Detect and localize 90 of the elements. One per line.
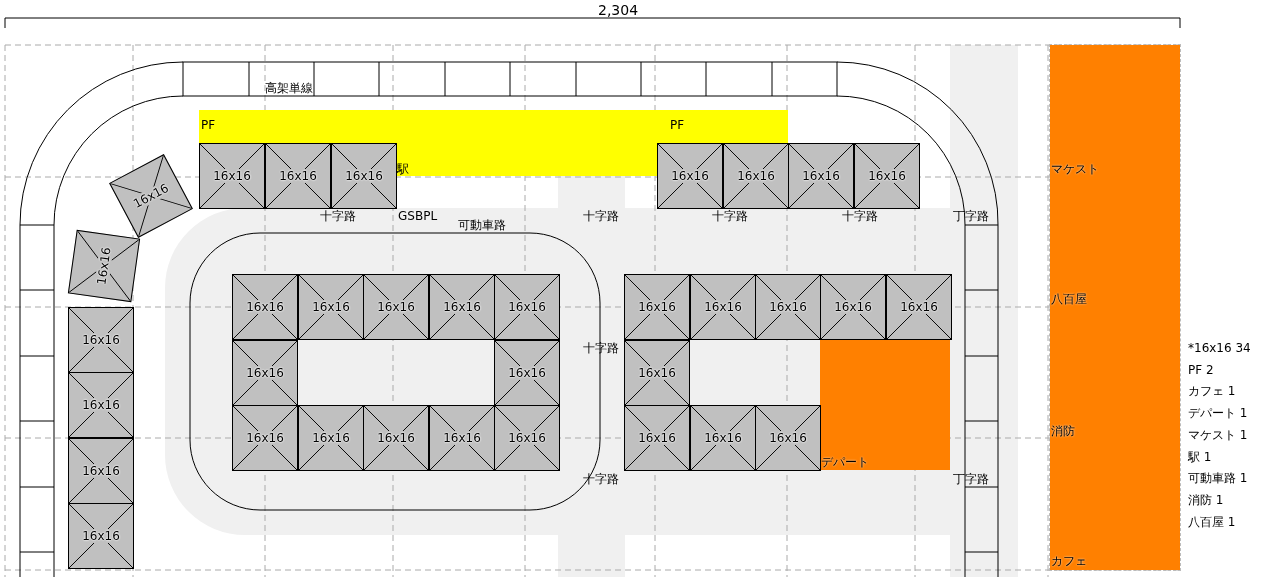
- floor-tile: [68, 438, 134, 504]
- count-label: PF 2: [1188, 362, 1214, 377]
- dimension-label: 2,304: [598, 3, 639, 17]
- floor-tile: [690, 405, 756, 471]
- floor-tile: [298, 405, 364, 471]
- floor-tile: [68, 372, 134, 438]
- floor-tile: [331, 143, 397, 209]
- tile-label: 16x16: [442, 431, 482, 445]
- area-label: PF: [201, 118, 216, 132]
- area-label: 駅: [397, 162, 409, 176]
- tile-label: 16x16: [833, 300, 873, 314]
- tile-label: 16x16: [801, 169, 841, 183]
- tile-label: 16x16: [507, 366, 547, 380]
- road-label: 高架単線: [265, 81, 313, 95]
- tile-label: 16x16: [703, 431, 743, 445]
- tile-label: 16x16: [81, 398, 121, 412]
- floor-tile: [624, 405, 690, 471]
- tile-label: 16x16: [245, 300, 285, 314]
- floor-tile: [494, 340, 560, 406]
- road-label: 十字路: [583, 209, 619, 223]
- floor-tile: [232, 340, 298, 406]
- area-label: マケスト: [1051, 162, 1099, 176]
- tile-label: 16x16: [637, 300, 677, 314]
- floor-tile: [820, 274, 886, 340]
- floor-tile: [265, 143, 331, 209]
- floor-tile: [854, 143, 920, 209]
- floor-tile: [723, 143, 789, 209]
- tile-label: 16x16: [245, 431, 285, 445]
- tile-label: 16x16: [507, 431, 547, 445]
- floor-tile: [68, 503, 134, 569]
- tile-label: 16x16: [245, 366, 285, 380]
- tile-label: 16x16: [81, 529, 121, 543]
- tile-label: 16x16: [212, 169, 252, 183]
- tile-label: 16x16: [736, 169, 776, 183]
- tile-label: 16x16: [81, 333, 121, 347]
- road-label: GSBPL: [398, 209, 438, 223]
- tile-label: 16x16: [703, 300, 743, 314]
- road-label: 十字路: [842, 209, 878, 223]
- road-label: 十字路: [712, 209, 748, 223]
- floor-tile: [68, 307, 134, 373]
- tile-label: 16x16: [768, 300, 808, 314]
- floor-tile: [624, 274, 690, 340]
- tile-label: 16x16: [442, 300, 482, 314]
- count-label: *16x16 34: [1188, 341, 1251, 355]
- floor-tile: [232, 405, 298, 471]
- road-label: 十字路: [583, 472, 619, 486]
- floor-tile: [657, 143, 723, 209]
- area-label: 八百屋: [1051, 292, 1087, 306]
- platform-area: [657, 110, 788, 143]
- tile-label: 16x16: [94, 245, 114, 287]
- tile-label: 16x16: [768, 431, 808, 445]
- tile-label: 16x16: [899, 300, 939, 314]
- tile-label: 16x16: [637, 366, 677, 380]
- road-label: 十字路: [583, 341, 619, 355]
- road-label: 丁字路: [953, 472, 989, 486]
- tile-label: 16x16: [376, 431, 416, 445]
- tile-label: 16x16: [81, 464, 121, 478]
- floor-tile: [298, 274, 364, 340]
- tile-label: 16x16: [311, 431, 351, 445]
- floor-tile: [788, 143, 854, 209]
- floor-tile: [886, 274, 952, 340]
- area-label: カフェ: [1051, 554, 1087, 568]
- tile-label: 16x16: [278, 169, 318, 183]
- floor-tile: [494, 274, 560, 340]
- tile-label: 16x16: [311, 300, 351, 314]
- tile-label: 16x16: [507, 300, 547, 314]
- tile-label: 16x16: [344, 169, 384, 183]
- floor-tile: [232, 274, 298, 340]
- area-label: デパート: [821, 455, 869, 469]
- floor-tile: [429, 274, 495, 340]
- floor-tile: [690, 274, 756, 340]
- tile-label: 16x16: [867, 169, 907, 183]
- floor-tile: [755, 405, 821, 471]
- floor-tile: [755, 274, 821, 340]
- tile-label: 16x16: [376, 300, 416, 314]
- floor-tile: [494, 405, 560, 471]
- floor-tile: [363, 274, 429, 340]
- floor-tile: [363, 405, 429, 471]
- area-label: PF: [670, 118, 685, 132]
- floor-tile: [624, 340, 690, 406]
- shop-column-area: [1050, 45, 1180, 570]
- tile-label: 16x16: [637, 431, 677, 445]
- floor-tile: [199, 143, 265, 209]
- floor-tile: [429, 405, 495, 471]
- tile-label: 16x16: [670, 169, 710, 183]
- area-label: 消防: [1051, 424, 1075, 438]
- road-label: 十字路: [320, 209, 356, 223]
- count-label: マケスト 1: [1188, 427, 1248, 442]
- store-area: [820, 340, 950, 470]
- road-label: 可動車路: [458, 218, 506, 232]
